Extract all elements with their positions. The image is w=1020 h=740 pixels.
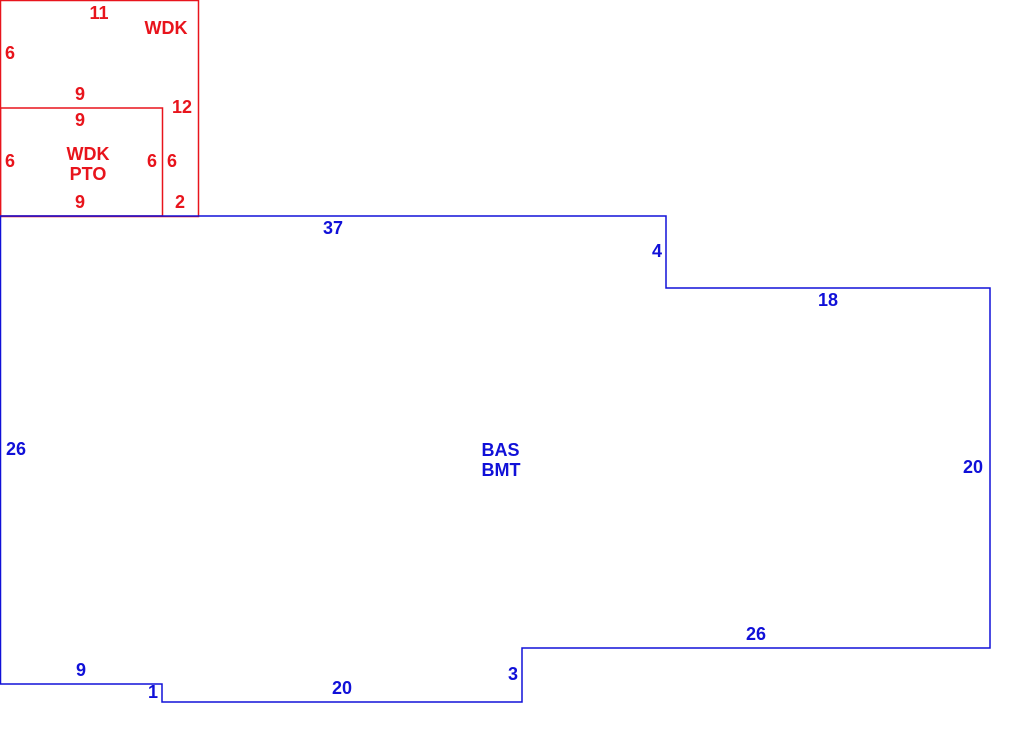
wdk-dim-right-lower: 6 [166,151,178,171]
pto-dim-bottom: 9 [74,192,86,212]
bas-dim-left: 26 [5,439,27,459]
wdk-dim-bottom: 9 [74,84,86,104]
wdk-label: WDK [144,18,188,38]
wdk-dim-right: 12 [171,97,193,117]
pto-dim-right: 6 [146,151,158,171]
bas-dim-upper-right: 18 [817,290,839,310]
bas-bmt-outline [0,215,991,703]
bas-label-line1: BAS [481,440,520,460]
pto-label-line1: WDK [66,144,110,164]
wdk-dim-right-bottom: 2 [174,192,186,212]
wdk-dim-left: 6 [4,43,16,63]
bas-label-line2: BMT [481,460,521,480]
bas-dim-lower-right: 26 [745,624,767,644]
pto-dim-top: 9 [74,110,86,130]
bas-dim-jog: 1 [147,682,159,702]
bas-dim-step: 3 [507,664,519,684]
wdk-dim-top: 11 [89,3,109,23]
bas-dim-step-down: 4 [651,241,663,261]
bas-dim-right: 20 [962,457,984,477]
bas-dim-bottom-left: 9 [75,660,87,680]
pto-label-line2: PTO [69,164,107,184]
bas-dim-bottom: 20 [331,678,353,698]
pto-dim-left: 6 [4,151,16,171]
bas-dim-top: 37 [322,218,344,238]
